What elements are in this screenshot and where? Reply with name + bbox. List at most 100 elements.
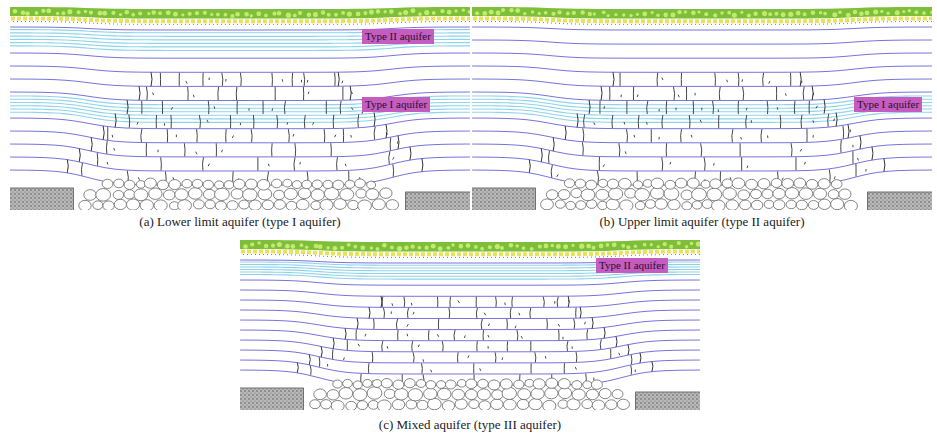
fracture-dash xyxy=(519,313,520,316)
fracture-dash xyxy=(327,364,328,367)
caved-rock xyxy=(343,379,353,387)
soil-spot xyxy=(781,12,786,17)
soil-spot xyxy=(77,10,81,14)
soil-spot xyxy=(102,11,107,16)
fracture-crack xyxy=(762,73,764,86)
caved-rock xyxy=(617,399,629,409)
stratum-line xyxy=(240,300,700,307)
fracture-crack xyxy=(476,341,478,351)
soil-spot xyxy=(188,12,192,16)
fracture-dash xyxy=(812,120,814,123)
fracture-crack xyxy=(884,158,885,171)
coal-pillar xyxy=(406,192,470,210)
soil-spot xyxy=(203,11,207,15)
fracture-dash xyxy=(545,356,547,359)
fracture-crack xyxy=(398,136,399,149)
soil-spot xyxy=(390,245,394,249)
fracture-dash xyxy=(413,312,414,315)
coal-pillar xyxy=(10,188,73,210)
soil-spot xyxy=(482,11,487,16)
soil-spot xyxy=(747,14,751,18)
fracture-crack xyxy=(548,151,549,164)
fracture-crack xyxy=(760,129,762,142)
caved-rock xyxy=(182,179,192,188)
fracture-crack xyxy=(162,101,163,114)
fracture-crack xyxy=(356,330,357,340)
soil-spot xyxy=(256,11,261,16)
fracture-crack xyxy=(495,297,497,307)
fracture-dash xyxy=(554,301,555,304)
soil-spot xyxy=(606,243,610,247)
soil-spot xyxy=(264,244,268,248)
fracture-crack xyxy=(613,72,614,86)
caved-rock xyxy=(114,199,126,209)
fracture-crack xyxy=(413,352,414,362)
soil-spot xyxy=(333,246,338,251)
fracture-crack xyxy=(381,296,382,307)
caved-rock xyxy=(283,179,292,187)
caved-rock xyxy=(178,200,192,210)
caved-rock xyxy=(758,179,770,189)
soil-spot xyxy=(119,13,122,16)
caved-rock xyxy=(302,180,312,188)
fracture-crack xyxy=(437,297,438,307)
soil-spot xyxy=(530,247,534,251)
fracture-crack xyxy=(495,352,497,362)
soil-spot xyxy=(98,11,103,16)
soil-spot xyxy=(551,244,555,248)
aquifer-tag: Type II aquifer xyxy=(362,29,434,44)
fracture-dash xyxy=(153,93,154,96)
caved-rock xyxy=(445,380,456,389)
soil-spot xyxy=(300,243,304,247)
stratum-line xyxy=(472,79,932,86)
fracture-crack xyxy=(638,115,640,128)
caved-rock xyxy=(102,179,113,188)
soil-spot xyxy=(424,10,429,15)
fracture-crack xyxy=(824,100,825,114)
soil-spot xyxy=(468,10,470,14)
caved-rock xyxy=(298,188,311,199)
caved-rock xyxy=(175,189,188,200)
fracture-crack xyxy=(382,297,384,307)
caved-rock xyxy=(844,200,857,210)
caved-rock xyxy=(353,381,362,389)
soil-spot xyxy=(46,9,51,14)
caved-rock xyxy=(367,387,382,400)
fracture-crack xyxy=(791,143,793,156)
aquifer-name: Type II aquifer xyxy=(599,259,665,271)
fracture-crack xyxy=(745,115,747,128)
soil-spot xyxy=(158,11,162,15)
fracture-crack xyxy=(574,319,575,329)
caved-rock xyxy=(394,388,408,400)
fracture-crack xyxy=(840,140,842,153)
fracture-dash xyxy=(157,150,158,153)
sand-band xyxy=(10,19,470,22)
fracture-dash xyxy=(637,94,639,97)
fracture-crack xyxy=(516,330,518,340)
caved-rock xyxy=(591,380,602,389)
fracture-crack xyxy=(680,129,682,142)
caved-rock xyxy=(576,201,586,210)
soil-spot xyxy=(599,244,604,249)
soil-spot xyxy=(509,8,513,12)
soil-spot xyxy=(819,11,823,15)
caved-rock xyxy=(257,179,270,190)
soil-spot xyxy=(697,10,700,13)
soil-spot xyxy=(614,13,617,16)
fracture-crack xyxy=(410,147,411,160)
fracture-crack xyxy=(326,101,327,114)
caved-rock xyxy=(203,180,213,189)
fracture-crack xyxy=(481,319,482,329)
fracture-crack xyxy=(543,297,544,307)
caved-rock xyxy=(408,389,422,401)
soil-spot xyxy=(580,10,584,14)
soil-spot xyxy=(663,13,668,18)
caved-rock xyxy=(357,401,368,410)
soil-spot xyxy=(531,10,535,14)
caved-rock xyxy=(635,201,645,209)
fracture-dash xyxy=(857,158,859,161)
caved-rock xyxy=(575,179,585,188)
soil-spot xyxy=(235,12,240,17)
stratum-line xyxy=(10,53,470,58)
